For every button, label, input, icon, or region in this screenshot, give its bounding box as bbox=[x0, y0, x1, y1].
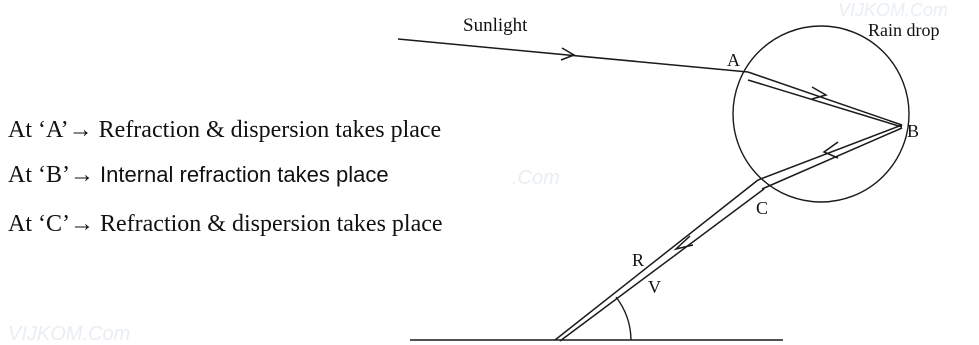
svg-text:At ‘B’→ Internal refra: At ‘B’→ Internal refraction takes place bbox=[8, 162, 389, 188]
watermark-middle: .Com bbox=[512, 167, 560, 189]
statement-2-text: Internal refraction takes place bbox=[100, 162, 389, 187]
angle-arc bbox=[615, 296, 632, 341]
statement-3-arrow-icon: → bbox=[70, 211, 94, 237]
svg-text:At ‘C’→ Refraction & d: At ‘C’→ Refraction & dispersion takes pl… bbox=[8, 211, 443, 237]
svg-text:At ‘A’→ Refraction & d: At ‘A’→ Refraction & dispersion takes pl… bbox=[8, 117, 441, 143]
watermark-bottom-left: VIJKOM.Com bbox=[8, 323, 130, 345]
ray-b-to-c-1 bbox=[757, 124, 903, 181]
ray-ab-arrowhead bbox=[811, 86, 828, 100]
statement-2: At ‘B’→ Internal refraction takes place bbox=[8, 162, 389, 188]
statement-3: At ‘C’→ Refraction & dispersion takes pl… bbox=[8, 211, 443, 237]
emerging-ray-violet bbox=[559, 188, 765, 342]
ray-bc-arrowhead bbox=[822, 141, 839, 159]
violet-label: V bbox=[648, 277, 661, 297]
point-a-label: A bbox=[727, 50, 740, 70]
point-b-label: B bbox=[907, 121, 919, 141]
statement-2-arrow-icon: → bbox=[70, 162, 94, 188]
statement-3-text: Refraction & dispersion takes place bbox=[100, 211, 443, 237]
statement-1: At ‘A’→ Refraction & dispersion takes pl… bbox=[8, 117, 441, 143]
raindrop-circle bbox=[732, 25, 910, 203]
point-c-label: C bbox=[756, 198, 768, 218]
statement-1-text: Refraction & dispersion takes place bbox=[99, 117, 442, 143]
sunlight-label: Sunlight bbox=[463, 15, 528, 36]
ray-a-to-b-2 bbox=[747, 79, 903, 128]
sunlight-arrowhead bbox=[560, 47, 576, 61]
ray-a-to-b-1 bbox=[747, 71, 903, 126]
statement-1-arrow-icon: → bbox=[69, 117, 93, 143]
watermark-top-right: VIJKOM.Com bbox=[838, 0, 948, 20]
emerging-arrowhead bbox=[673, 235, 694, 251]
raindrop-label: Rain drop bbox=[868, 20, 940, 40]
statement-2-prefix: At ‘B’ bbox=[8, 162, 70, 188]
statement-1-prefix: At ‘A’ bbox=[8, 117, 69, 143]
red-label: R bbox=[632, 250, 644, 270]
statement-3-prefix: At ‘C’ bbox=[8, 211, 70, 237]
ray-b-to-c-2 bbox=[761, 127, 903, 190]
emerging-ray-red bbox=[554, 179, 759, 341]
